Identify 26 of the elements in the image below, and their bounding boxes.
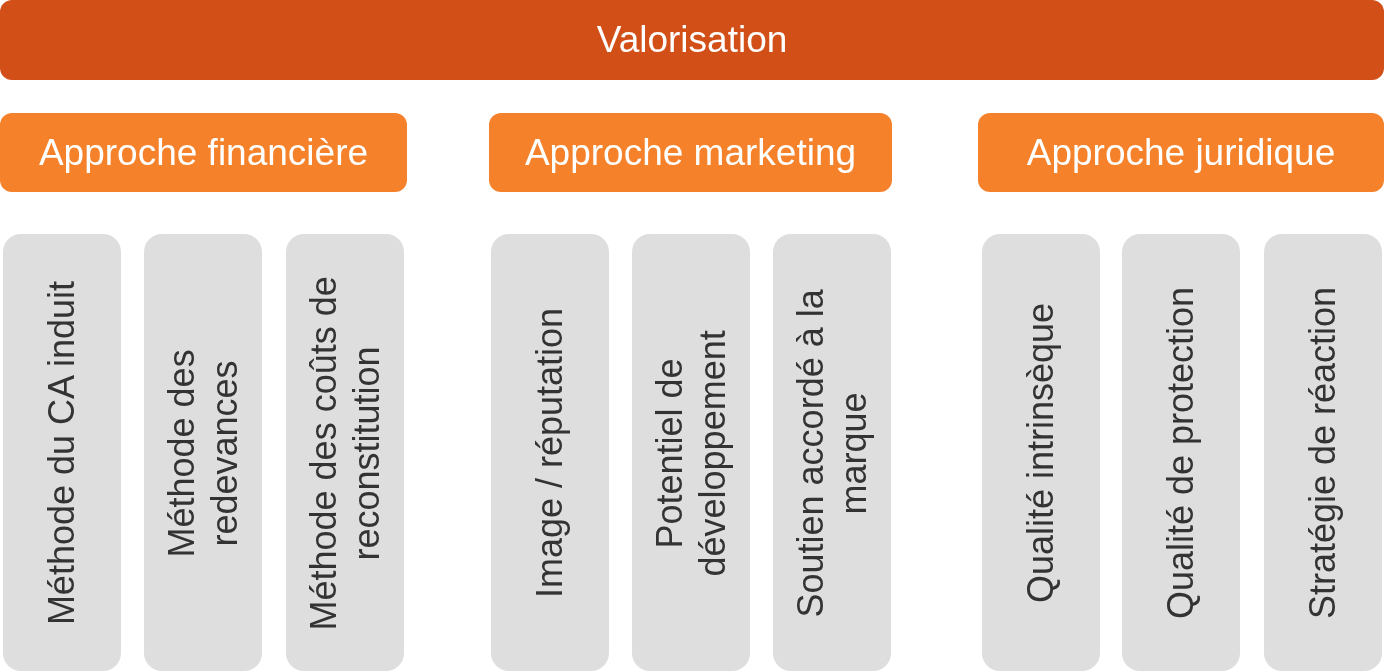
- method-box: [3, 234, 121, 671]
- category-box: [0, 113, 407, 192]
- category-label: Approche marketing: [524, 131, 857, 174]
- method-label: Image / réputation: [528, 307, 572, 598]
- method-box: [632, 234, 750, 671]
- method-label: Qualité intrinsèque: [1019, 302, 1063, 603]
- category-label: Approche financière: [38, 131, 369, 174]
- method-box: [773, 234, 891, 671]
- method-label: Potentiel de développement: [647, 328, 734, 578]
- method-box: [286, 234, 404, 671]
- method-box: [1264, 234, 1382, 671]
- method-box: [982, 234, 1100, 671]
- method-box: [144, 234, 262, 671]
- method-box: [1122, 234, 1240, 671]
- category-box: [489, 113, 892, 192]
- method-label: Méthode des coûts de reconstitution: [301, 274, 388, 632]
- category-box: [978, 113, 1384, 192]
- method-label: Stratégie de réaction: [1301, 286, 1345, 619]
- method-label: Méthode du CA induit: [40, 280, 84, 625]
- method-label: Méthode des redevances: [159, 347, 246, 559]
- method-box: [491, 234, 609, 671]
- method-label: Qualité de protection: [1159, 286, 1203, 619]
- header-bar: [0, 0, 1384, 80]
- category-label: Approche juridique: [1026, 131, 1336, 174]
- header-title: Valorisation: [596, 19, 788, 61]
- method-label: Soutien accordé à la marque: [788, 287, 875, 619]
